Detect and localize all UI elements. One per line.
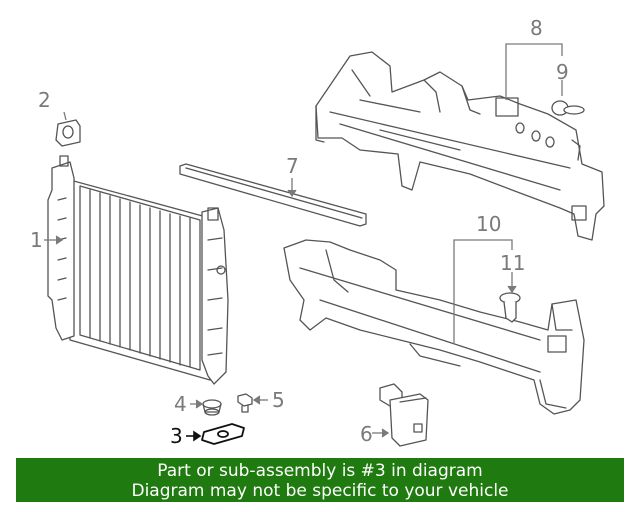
parts-diagram xyxy=(44,43,605,447)
leader-lines xyxy=(44,43,563,438)
banner-line-2: Diagram may not be specific to your vehi… xyxy=(131,481,509,501)
callout-6: 6 xyxy=(360,422,373,446)
callout-2: 2 xyxy=(38,88,51,112)
callout-5: 5 xyxy=(272,388,285,412)
lower-deflector-part xyxy=(283,239,585,415)
callout-8: 8 xyxy=(530,16,543,40)
callout-1: 1 xyxy=(30,228,43,252)
seal-strip-part xyxy=(179,163,367,227)
callout-10: 10 xyxy=(476,212,502,236)
leader-line-3 xyxy=(186,430,202,442)
callout-11: 11 xyxy=(500,251,526,275)
callout-9: 9 xyxy=(556,60,569,84)
callout-7: 7 xyxy=(286,154,299,178)
bracket-part xyxy=(379,383,429,447)
upper-mount-part xyxy=(55,119,81,147)
radiator-part xyxy=(47,155,229,385)
upper-deflector-part xyxy=(315,51,605,241)
callout-3: 3 xyxy=(170,424,183,448)
banner-line-1: Part or sub-assembly is #3 in diagram xyxy=(157,461,483,481)
grommet-part xyxy=(202,399,222,416)
push-clip-part xyxy=(551,100,585,116)
diagram-notice-banner: Part or sub-assembly is #3 in diagram Di… xyxy=(16,458,624,502)
bolt-part xyxy=(237,393,253,413)
lower-insulator-part-highlighted xyxy=(201,423,245,445)
push-pin-part xyxy=(499,292,521,323)
callout-4: 4 xyxy=(174,392,187,416)
